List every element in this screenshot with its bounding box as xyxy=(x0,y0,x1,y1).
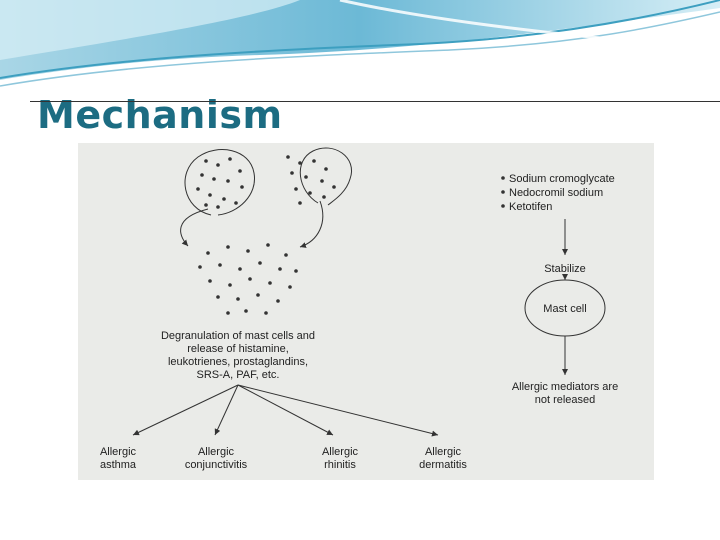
outcome-conjunctivitis-line1: Allergic xyxy=(198,446,235,458)
outcome-rhinitis-line1: Allergic xyxy=(322,446,359,458)
degranulation-line-3: leukotrienes, prostaglandins, xyxy=(168,356,308,368)
outcome-dermatitis-line2: dermatitis xyxy=(419,459,467,471)
granule-dot xyxy=(258,261,262,265)
header-banner xyxy=(0,0,720,87)
stabilize-label: Stabilize xyxy=(544,263,586,275)
granule-dot xyxy=(304,175,308,179)
granule-dot xyxy=(226,245,230,249)
granule-dot xyxy=(288,285,292,289)
granule-dot xyxy=(208,193,212,197)
granule-dot xyxy=(240,185,244,189)
granule-dot xyxy=(244,309,248,313)
drug-item-2: Nedocromil sodium xyxy=(509,187,603,199)
result-line-1: Allergic mediators are xyxy=(512,381,618,393)
granule-dot xyxy=(206,251,210,255)
degranulation-line-4: SRS-A, PAF, etc. xyxy=(197,369,280,381)
drug-bullet-2 xyxy=(501,190,505,194)
drug-bullet-3 xyxy=(501,204,505,208)
granule-dot xyxy=(322,195,326,199)
mast-cell-right xyxy=(299,147,352,206)
granule-dot xyxy=(222,197,226,201)
page-title: Mechanism xyxy=(37,93,283,137)
mechanism-diagram: Degranulation of mast cells and release … xyxy=(100,147,618,471)
granule-dot xyxy=(246,249,250,253)
granule-dot xyxy=(320,179,324,183)
granule-dot xyxy=(238,169,242,173)
mechanism-figure: Degranulation of mast cells and release … xyxy=(78,143,654,480)
granule-dot xyxy=(298,161,302,165)
granule-dot xyxy=(308,191,312,195)
outcome-asthma-line2: asthma xyxy=(100,459,137,471)
granule-dot xyxy=(216,295,220,299)
mast-cell-left xyxy=(184,149,255,216)
granule-dot xyxy=(200,173,204,177)
arrow-to-conjunctivitis xyxy=(214,384,239,436)
granule-dot xyxy=(216,205,220,209)
drug-item-1: Sodium cromoglycate xyxy=(509,173,615,185)
outcome-dermatitis-line1: Allergic xyxy=(425,446,462,458)
drug-bullet-1 xyxy=(501,176,505,180)
arrow-to-asthma xyxy=(132,384,239,436)
granule-dot xyxy=(218,263,222,267)
granule-dot xyxy=(284,253,288,257)
outcome-conjunctivitis-line2: conjunctivitis xyxy=(185,459,248,471)
result-line-2: not released xyxy=(535,394,596,406)
granule-dot xyxy=(212,177,216,181)
granule-dot xyxy=(198,265,202,269)
outcome-rhinitis-line2: rhinitis xyxy=(324,459,356,471)
arrow-to-rhinitis xyxy=(237,384,334,436)
granules xyxy=(196,155,336,315)
granule-dot xyxy=(204,203,208,207)
granule-dot xyxy=(216,163,220,167)
granule-dot xyxy=(226,179,230,183)
granule-dot xyxy=(278,267,282,271)
release-arrow-right xyxy=(299,200,324,248)
granule-dot xyxy=(324,167,328,171)
granule-dot xyxy=(228,157,232,161)
granule-dot xyxy=(228,283,232,287)
granule-dot xyxy=(204,159,208,163)
granule-dot xyxy=(268,281,272,285)
granule-dot xyxy=(264,311,268,315)
granule-dot xyxy=(276,299,280,303)
granule-dot xyxy=(226,311,230,315)
granule-dot xyxy=(312,159,316,163)
mast-cell-label: Mast cell xyxy=(543,303,586,315)
granule-dot xyxy=(290,171,294,175)
granule-dot xyxy=(208,279,212,283)
outcome-asthma-line1: Allergic xyxy=(100,446,137,458)
granule-dot xyxy=(238,267,242,271)
granule-dot xyxy=(294,269,298,273)
granule-dot xyxy=(332,185,336,189)
granule-dot xyxy=(234,201,238,205)
granule-dot xyxy=(298,201,302,205)
granule-dot xyxy=(286,155,290,159)
granule-dot xyxy=(196,187,200,191)
drug-item-3: Ketotifen xyxy=(509,201,552,213)
degranulation-line-2: release of histamine, xyxy=(187,343,289,355)
granule-dot xyxy=(236,297,240,301)
granule-dot xyxy=(248,277,252,281)
release-arrow-left xyxy=(180,208,209,247)
arrow-to-dermatitis xyxy=(237,384,439,437)
title-divider xyxy=(30,101,720,102)
granule-dot xyxy=(256,293,260,297)
degranulation-line-1: Degranulation of mast cells and xyxy=(161,330,315,342)
granule-dot xyxy=(266,243,270,247)
granule-dot xyxy=(294,187,298,191)
